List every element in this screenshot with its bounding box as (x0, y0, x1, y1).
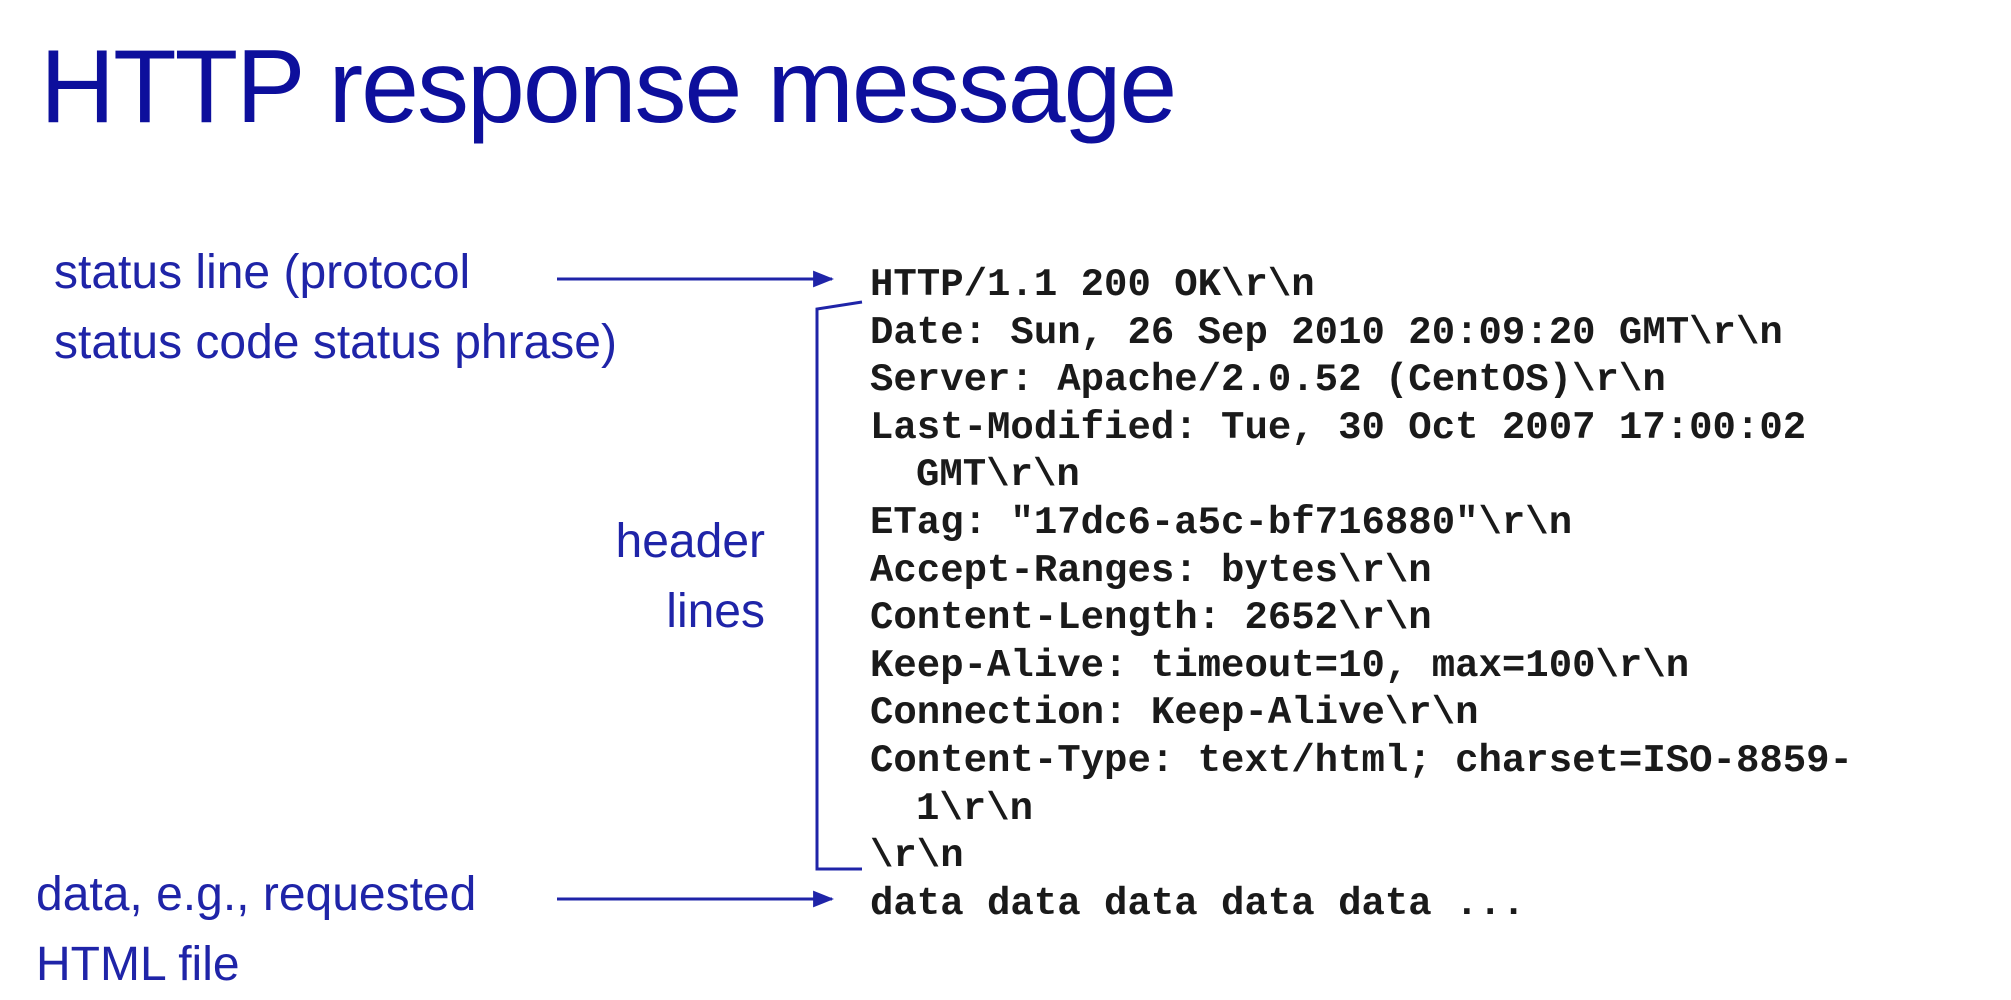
message-line: Content-Length: 2652\r\n (870, 596, 1432, 641)
status-line-label-line-1: status line (protocol (54, 246, 471, 299)
message-line: Server: Apache/2.0.52 (CentOS)\r\n (870, 358, 1666, 403)
message-line: Connection: Keep-Alive\r\n (870, 691, 1479, 736)
status-line-label: status line (protocol status code status… (54, 238, 617, 378)
data-label-line-1: data, e.g., requested (36, 868, 477, 921)
message-line: 1\r\n (916, 786, 1034, 831)
message-line: Content-Type: text/html; charset=ISO-885… (870, 738, 1853, 783)
header-lines-label-line-2: lines (666, 585, 765, 638)
header-lines-label-line-1: header (615, 515, 765, 568)
header-lines-label: header lines (616, 507, 765, 647)
data-label-line-2: HTML file (36, 938, 240, 991)
message-line: data data data data data ... (870, 881, 1526, 926)
message-line: HTTP/1.1 200 OK\r\n (870, 263, 1315, 307)
message-line: Last-Modified: Tue, 30 Oct 2007 17:00:02 (870, 405, 1807, 450)
status-line-label-line-2: status code status phrase) (54, 316, 617, 369)
data-label: data, e.g., requested HTML file (36, 860, 476, 1000)
message-line: ETag: "17dc6-a5c-bf716880"\r\n (870, 500, 1573, 545)
header-lines-bracket (815, 300, 863, 871)
slide-title: HTTP response message (40, 29, 1177, 145)
message-line: Keep-Alive: timeout=10, max=100\r\n (870, 643, 1690, 688)
message-line: GMT\r\n (916, 453, 1080, 498)
message-line: Accept-Ranges: bytes\r\n (870, 548, 1432, 593)
message-line: Date: Sun, 26 Sep 2010 20:09:20 GMT\r\n (870, 310, 1783, 355)
message-line: \r\n (870, 834, 964, 879)
